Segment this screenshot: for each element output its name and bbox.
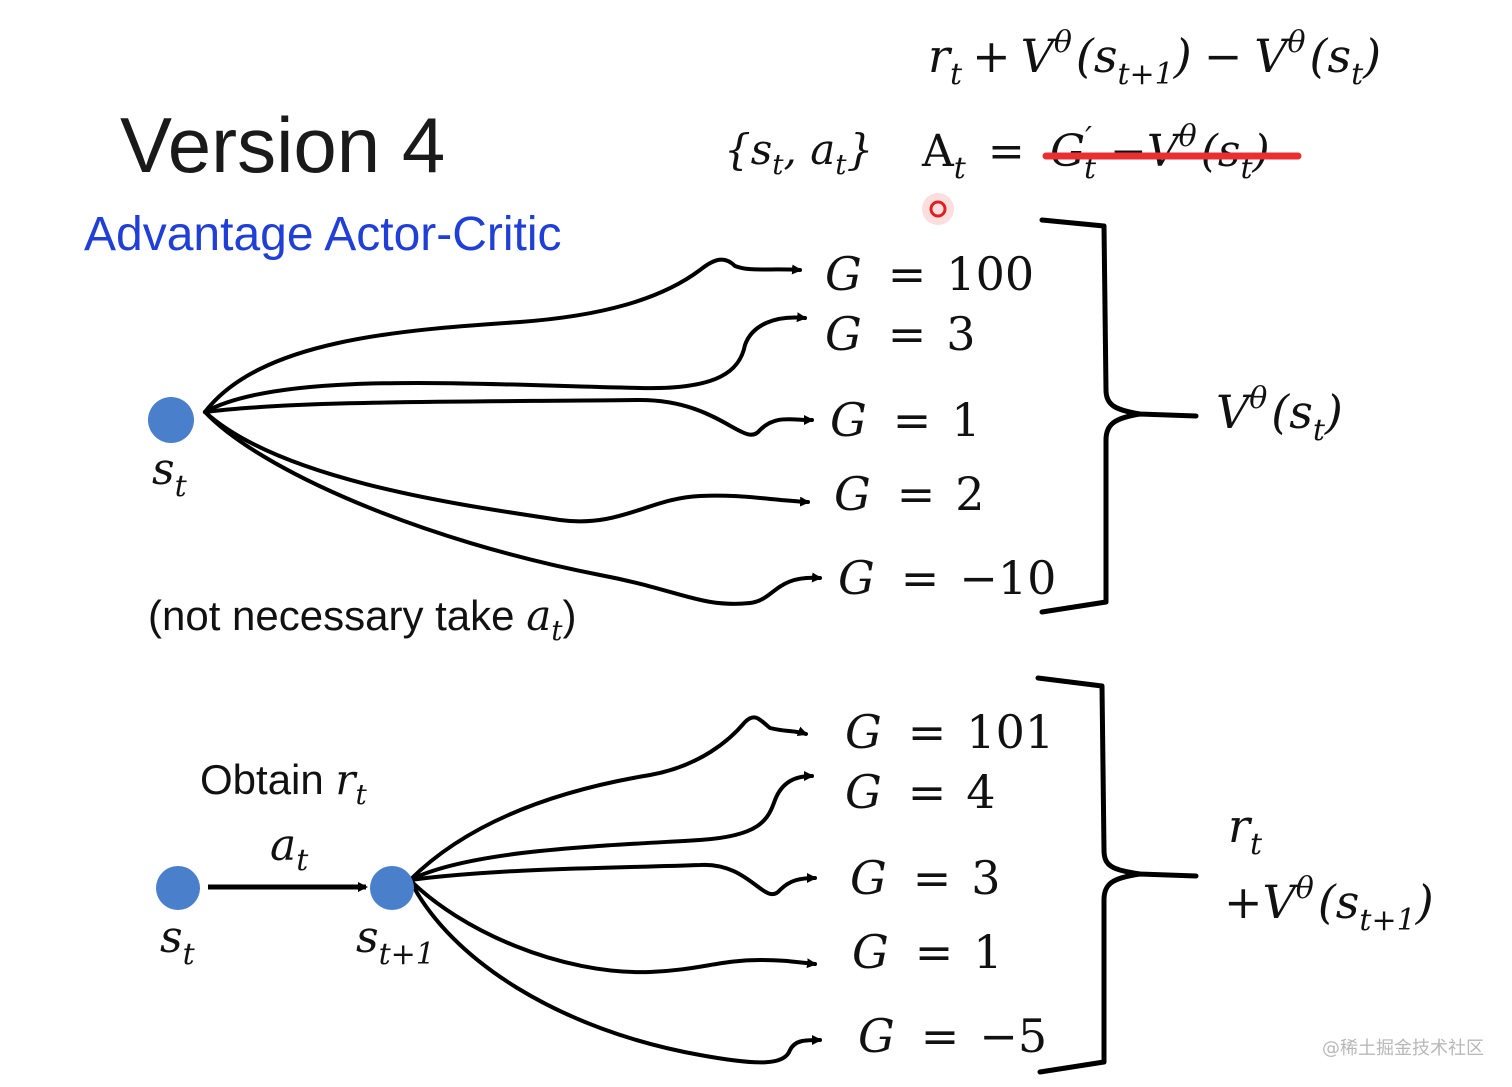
action-label: at [270, 820, 309, 878]
right-brace-top [1039, 217, 1199, 615]
trajectory-curve [203, 410, 822, 606]
return-value: G=1 [830, 393, 981, 447]
td-error-formula: rt+Vθ(st+1)−Vθ(st) [928, 25, 1381, 92]
next-state-label: st+1 [356, 912, 435, 972]
bottom-returns: G=101 G=4 G=3 G=1 G=−5 [845, 705, 1054, 1063]
state-node-top [148, 397, 194, 443]
slide-title: Version 4 [120, 101, 445, 189]
trajectory-curve [408, 878, 822, 1065]
trajectory-curve [408, 862, 817, 897]
advantage-symbol: At= [921, 126, 1025, 186]
next-state-value: +Vθ(st+1) [1224, 871, 1434, 938]
state-action-pair: {st, at} [724, 125, 873, 181]
trajectory-curve [203, 410, 810, 524]
slide-subtitle: Advantage Actor-Critic [84, 208, 562, 261]
top-returns: G=100 G=3 G=1 G=2 G=−10 [825, 247, 1056, 605]
struck-advantage-term: G′t −Vθ(st) [1042, 119, 1302, 186]
trajectory-curve [408, 878, 817, 975]
return-value: G=2 [834, 467, 985, 521]
state-value-top: Vθ(st) [1216, 381, 1343, 448]
laser-pointer-icon [922, 193, 954, 225]
state-label-top: st [152, 444, 188, 504]
bottom-trajectory-fan [408, 715, 822, 1065]
return-value: G=100 [825, 247, 1034, 301]
trajectory-curve [408, 771, 814, 882]
trajectory-curve [203, 398, 814, 437]
trajectory-curve [408, 715, 808, 882]
obtain-reward-label: Obtain rt [200, 755, 368, 811]
return-value: G=3 [850, 851, 1001, 905]
return-value: G=1 [852, 925, 1003, 979]
next-state-node [370, 866, 414, 910]
right-brace-bottom [1035, 675, 1199, 1075]
state-label-bottom: st [160, 912, 196, 972]
watermark: @稀土掘金技术社区 [1322, 1038, 1484, 1059]
return-value: G=101 [845, 705, 1054, 759]
return-value: G=−5 [858, 1009, 1047, 1063]
struck-formula-text: G′t −Vθ(st) [1050, 119, 1270, 186]
reward-term: rt [1228, 799, 1263, 862]
not-necessary-note: (not necessary take at) [148, 591, 577, 647]
return-value: G=3 [825, 307, 976, 361]
return-value: G=4 [845, 765, 996, 819]
return-value: G=−10 [838, 551, 1056, 605]
state-node-bottom [156, 866, 200, 910]
trajectory-curve [203, 257, 802, 414]
top-trajectory-fan [203, 257, 822, 606]
trajectory-curve [203, 312, 807, 414]
